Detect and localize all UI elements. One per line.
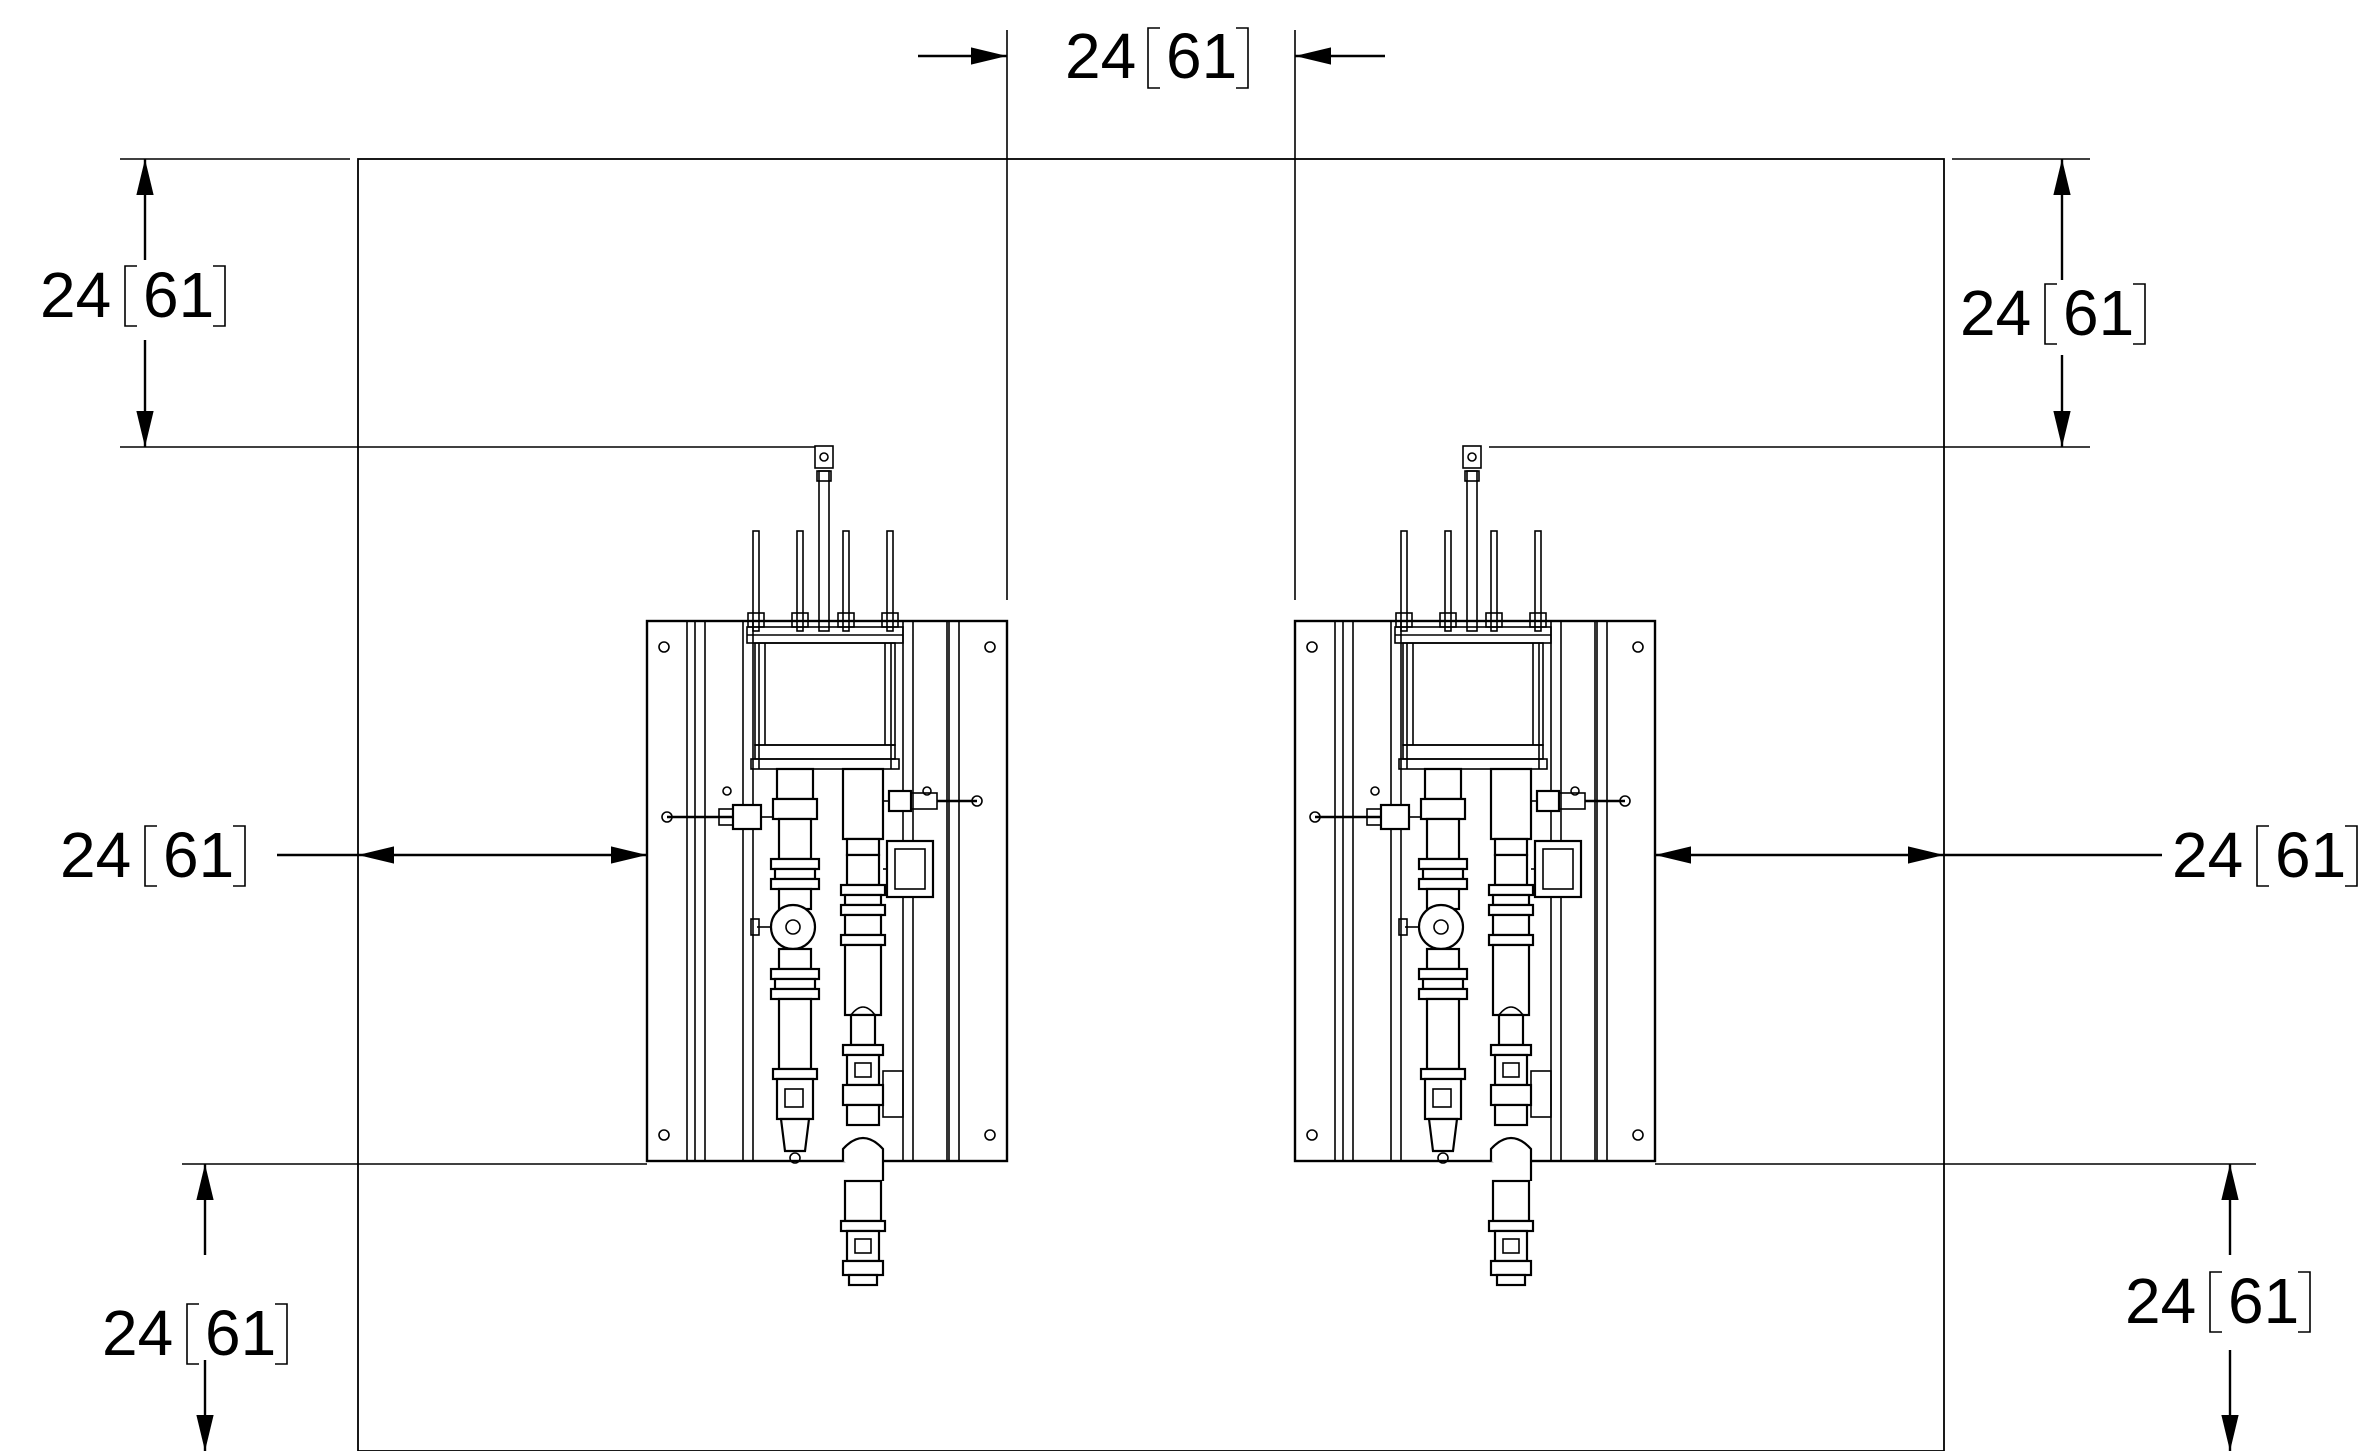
dim-label-left-side: 24 61 [60, 819, 246, 891]
dim-metric: 61 [143, 259, 214, 331]
dim-metric: 61 [2063, 277, 2134, 349]
dimension-arrows [136, 47, 2239, 1451]
dim-value: 24 [1065, 20, 1136, 92]
dim-metric: 61 [163, 819, 234, 891]
dim-value: 24 [2172, 819, 2243, 891]
dim-label-right-side: 24 61 [2172, 819, 2358, 891]
dim-label-right-above: 24 61 [1960, 277, 2146, 349]
dim-metric: 61 [2275, 819, 2346, 891]
dim-value: 24 [40, 259, 111, 331]
dim-label-right-below: 24 61 [2125, 1265, 2311, 1337]
dim-label-top-gap: 24 61 [1065, 20, 1249, 92]
clearance-envelope-outline [357, 158, 1945, 1451]
left-skid-unit [645, 444, 1009, 1287]
dim-metric: 61 [2228, 1265, 2299, 1337]
extension-lines [120, 30, 2256, 1165]
right-skid-unit [1293, 444, 1657, 1287]
dim-metric: 61 [205, 1297, 276, 1369]
dim-label-left-below: 24 61 [102, 1297, 288, 1369]
dim-value: 24 [60, 819, 131, 891]
dim-value: 24 [102, 1297, 173, 1369]
dim-label-left-above: 24 61 [40, 259, 226, 331]
dim-metric: 61 [1166, 20, 1237, 92]
dim-value: 24 [2125, 1265, 2196, 1337]
dim-value: 24 [1960, 277, 2031, 349]
